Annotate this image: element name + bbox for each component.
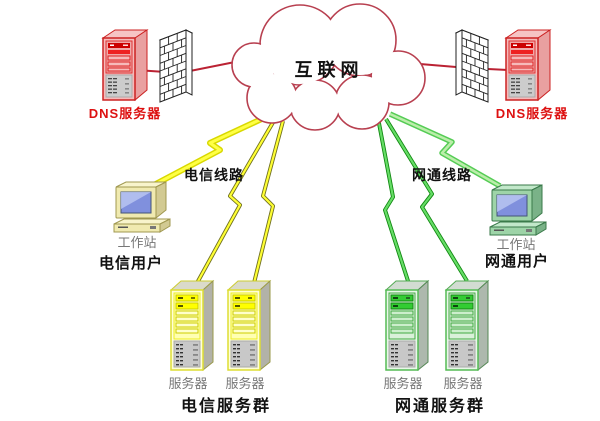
netcom-server-group-label: 网通服务群 bbox=[394, 398, 485, 415]
dns-server-left-label: DNS服务器 bbox=[88, 106, 162, 121]
telecom-user-label: 电信用户 bbox=[98, 255, 163, 272]
internet-cloud-shape bbox=[231, 3, 426, 131]
dns-server-right-icon bbox=[502, 28, 554, 111]
netcom-lightning-links bbox=[376, 111, 502, 283]
telecom-lightning-links bbox=[150, 113, 285, 284]
netcom-server-1-icon bbox=[384, 278, 430, 381]
telecom-server-group-label: 电信服务群 bbox=[180, 398, 271, 415]
dns-server-left-icon bbox=[99, 28, 151, 111]
netcom-user-label: 网通用户 bbox=[484, 253, 549, 270]
netcom-server-2-caption: 服务器 bbox=[443, 376, 483, 391]
telecom-line-label: 电信线路 bbox=[184, 167, 244, 183]
telecom-server-1-icon bbox=[169, 278, 215, 381]
workstation-telecom-icon bbox=[110, 180, 174, 241]
netcom-server-2-icon bbox=[444, 278, 490, 381]
workstation-telecom-caption: 工作站 bbox=[117, 235, 157, 250]
dns-server-right-label: DNS服务器 bbox=[495, 106, 569, 121]
workstation-netcom-caption: 工作站 bbox=[496, 237, 536, 252]
telecom-server-1-caption: 服务器 bbox=[168, 376, 208, 391]
netcom-server-1-caption: 服务器 bbox=[383, 376, 423, 391]
netcom-line-label: 网通线路 bbox=[412, 167, 472, 183]
firewall-left-icon bbox=[156, 24, 196, 113]
internet-cloud-label: 互联网 bbox=[294, 60, 364, 80]
firewall-right-icon bbox=[452, 24, 492, 113]
workstation-netcom-icon bbox=[486, 183, 550, 244]
telecom-server-2-icon bbox=[226, 278, 272, 381]
telecom-server-2-caption: 服务器 bbox=[225, 376, 265, 391]
